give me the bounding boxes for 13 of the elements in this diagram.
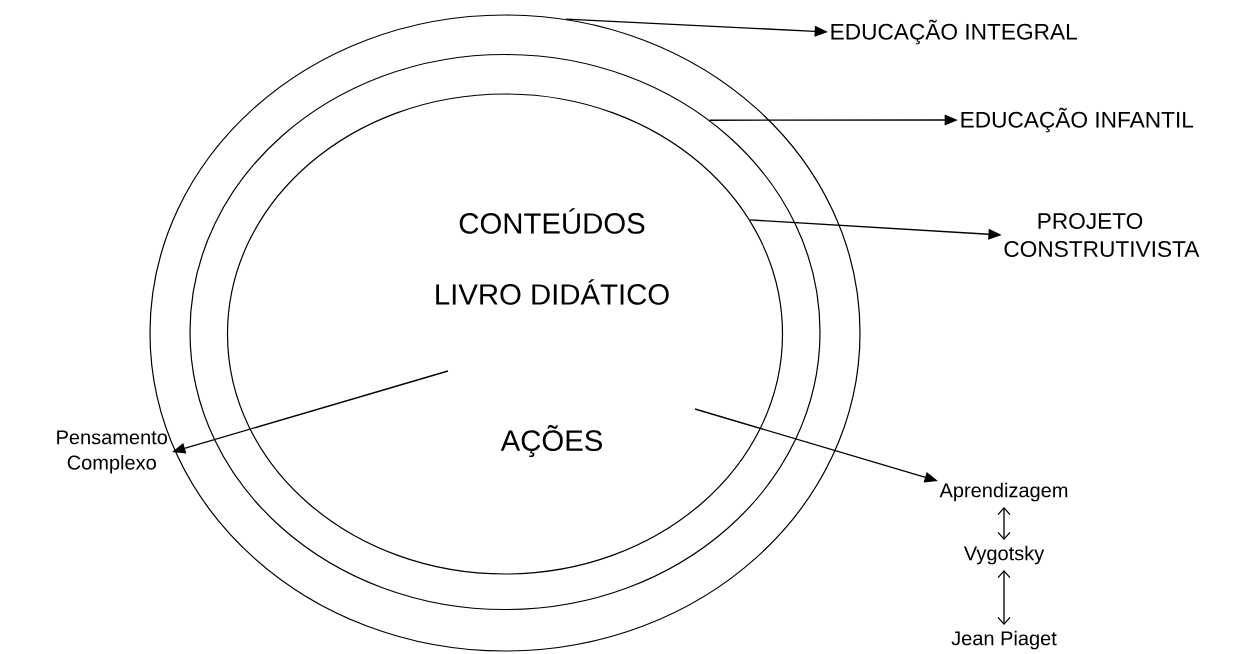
circle (189, 53, 821, 611)
circle-label: CONTEÚDOS (459, 208, 645, 234)
label-text: EDUCAÇÃO INTEGRAL (831, 19, 1077, 45)
label-text: PROJETO CONSTRUTIVISTA (1004, 213, 1200, 258)
circle-label: LIVRO DIDÁTICO (436, 279, 669, 305)
circle-label: AÇÕES (500, 425, 602, 457)
label-text: EDUCAÇÃO INFANTIL (961, 107, 1194, 133)
label-text: Aprendizagem (939, 482, 1068, 502)
double-arrow (997, 569, 1011, 626)
double-arrow (997, 506, 1011, 541)
label-text: Jean Piaget (951, 630, 1057, 650)
label-text: Pensamento Complexo (57, 430, 168, 474)
label-text: Vygotsky (963, 545, 1045, 565)
